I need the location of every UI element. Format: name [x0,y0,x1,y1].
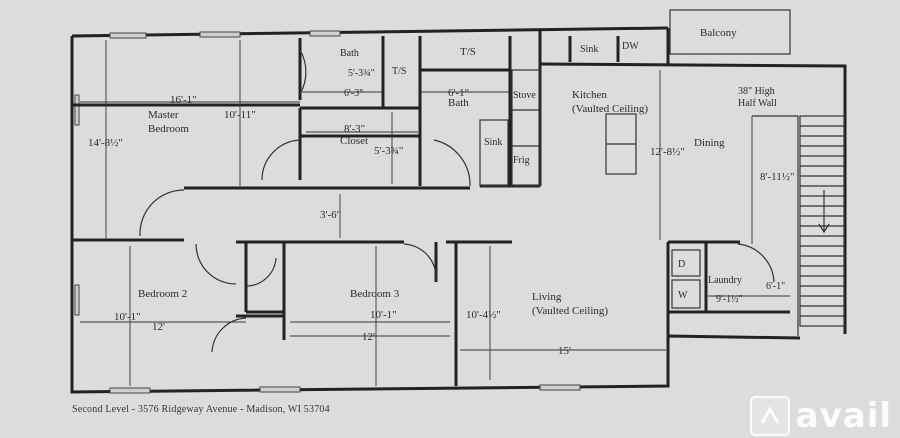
avail-logo-icon [749,396,790,436]
laundry-label: Laundry [708,275,742,286]
balcony: Balcony [669,9,791,55]
laundry-fixtures [671,249,701,309]
ts1-label: T/S [392,66,406,77]
dim-bed2-height: 10'-1" [114,311,141,323]
bedroom3-label: Bedroom 3 [350,288,400,300]
staircase [799,115,845,327]
dim-master-width: 16'-1" [170,94,197,106]
bath1-label: Bath [340,48,359,59]
kitchen-sub-label: (Vaulted Ceiling) [572,103,648,115]
living-sub-label: (Vaulted Ceiling) [532,305,608,317]
dim-master-inner: 10'-11" [224,109,256,121]
living-label: Living [532,291,562,303]
dim-hall: 3'-6" [320,209,341,221]
stove-label: Stove [513,90,536,101]
dim-bed3-height: 10'-1" [370,309,397,321]
dryer-label: D [678,259,685,270]
dim-bath2-width: 6'-1" [448,87,469,99]
dw-label: DW [622,41,639,52]
balcony-label: Balcony [700,27,737,39]
dim-bed3-width: 12' [362,331,375,343]
sink2-label: Sink [580,44,598,55]
dim-laundry-width: 9'-1½" [716,294,743,305]
washer-label: W [678,290,688,301]
plan-caption: Second Level - 3576 Ridgeway Avenue - Ma… [72,404,330,415]
sink1-label: Sink [484,137,502,148]
dim-bath1-width: 5'-3¾" [348,68,375,79]
windows [74,30,581,394]
frig-label: Frig [513,155,530,166]
interior-walls-lower [236,240,790,386]
avail-wordmark: avail [795,396,892,436]
dining-label: Dining [694,137,725,149]
closet-label: Closet [340,135,368,147]
half-wall-label-1: 38" High [738,86,775,97]
dim-dining-height: 8'-11½" [760,171,794,183]
ts2-label: T/S [460,46,476,58]
dim-closet-height: 5'-3¾" [374,145,403,157]
dim-bed2-width: 12' [152,321,165,333]
half-wall-label-2: Half Wall [738,98,777,109]
bedroom2-label: Bedroom 2 [138,288,187,300]
master-label: Master [148,109,179,121]
master-sub-label: Bedroom [148,123,189,135]
dim-living-width: 15' [558,345,571,357]
dim-bath1-height: 6'-3" [344,88,363,99]
dim-master-height: 14'-8½" [88,137,123,149]
dim-kitchen-height: 12'-8½" [650,146,685,158]
dim-laundry-height: 6'-1" [766,281,785,292]
dim-living-height: 10'-4½" [466,309,501,321]
avail-watermark: avail [749,396,892,436]
bath2-label: Bath [448,97,469,109]
dimension-lines [80,40,790,386]
interior-walls-upper [72,36,620,242]
exterior-walls [70,26,847,394]
kitchen-label: Kitchen [572,89,607,101]
door-swings [139,49,775,353]
dim-closet-width: 8'-3" [344,123,365,135]
kitchen-fixtures [479,69,637,187]
